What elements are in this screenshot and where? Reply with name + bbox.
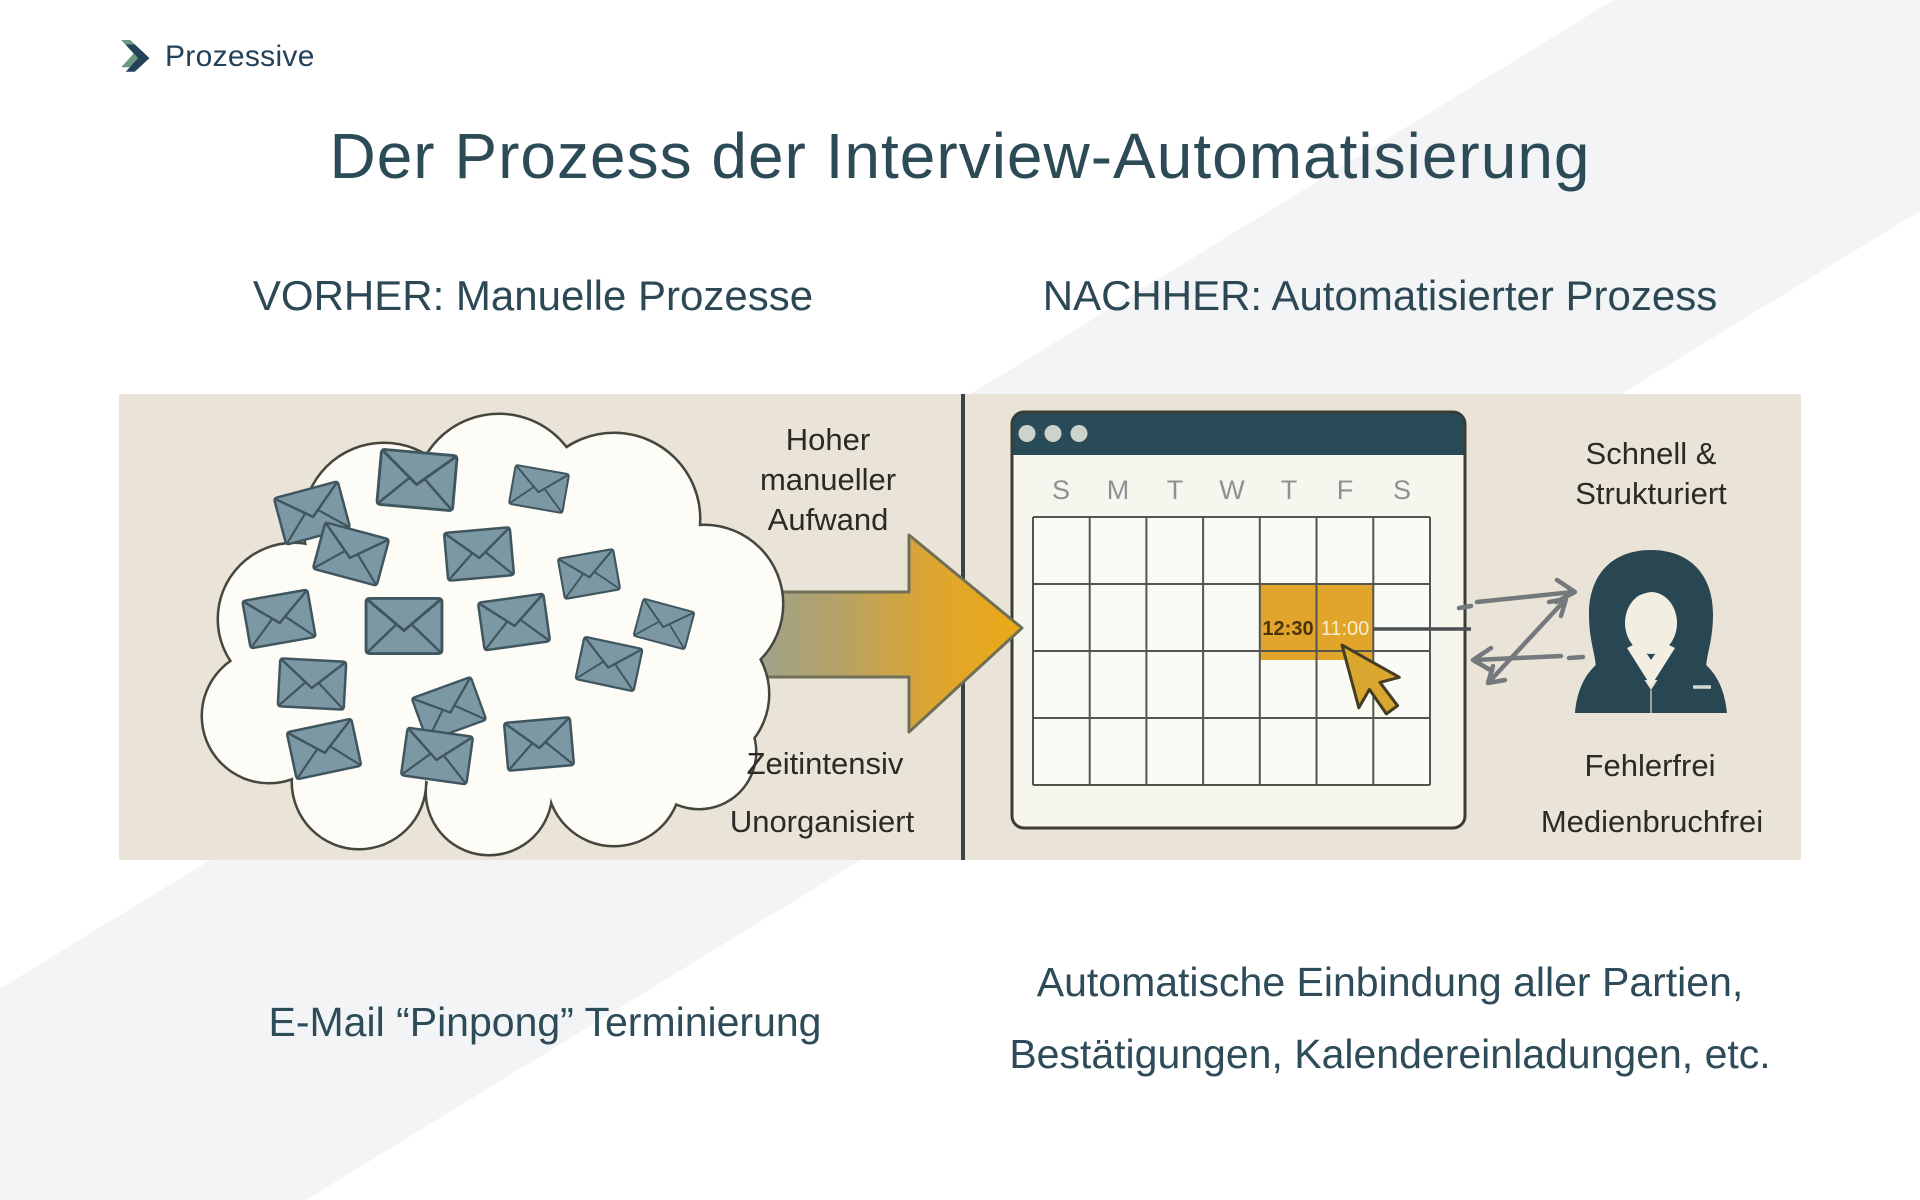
calendar-window: S M T W T F S 12:30 11:00 <box>1010 410 1467 830</box>
cursor-icon <box>1340 643 1401 716</box>
after-point-1: Fehlerfrei <box>1584 748 1716 783</box>
illustration-graphic: S M T W T F S 12:30 11:00 <box>200 394 1727 860</box>
logo-text: Prozessive <box>165 40 315 73</box>
calendar-day-label: T <box>1167 475 1184 505</box>
time-slot-after: 11:00 <box>1321 618 1370 640</box>
envelope-icon <box>442 525 516 583</box>
logo: Prozessive <box>118 40 315 74</box>
logo-chevron-icon <box>121 40 150 72</box>
after-caption: Automatische Einbindung aller Partien, B… <box>990 946 1790 1090</box>
envelope-icon <box>556 547 622 601</box>
before-effort-label: Hoher manueller Aufwand <box>759 422 897 537</box>
window-dots-icon <box>1018 425 1088 442</box>
after-point-2: Medienbruchfrei <box>1540 804 1764 839</box>
sync-arrows-icon <box>1456 577 1586 686</box>
time-slot-before: 12:30 <box>1262 618 1313 640</box>
envelope-icon <box>476 592 552 652</box>
envelope-icon <box>276 657 348 711</box>
calendar-day-label: S <box>1052 475 1070 505</box>
after-caption-line-1: Automatische Einbindung aller Partien, <box>1036 959 1744 1005</box>
before-heading: VORHER: Manuelle Prozesse <box>252 272 814 319</box>
calendar-day-label: S <box>1393 475 1411 505</box>
calendar-day-label: T <box>1281 475 1298 505</box>
calendar-titlebar <box>1012 412 1465 455</box>
calendar-day-header: S M T W T F S <box>1052 475 1411 505</box>
envelope-icon <box>507 463 571 515</box>
envelope-icon <box>241 588 317 650</box>
envelope-icon <box>364 596 444 656</box>
before-point-1: Zeitintensiv <box>746 746 904 781</box>
calendar-day-label: M <box>1107 475 1130 505</box>
before-caption: E-Mail “Pinpong” Terminierung <box>268 999 822 1045</box>
before-point-2: Unorganisiert <box>729 804 915 839</box>
envelope-icon <box>502 715 576 773</box>
page-title: Der Prozess der Interview-Automatisierun… <box>329 120 1591 192</box>
envelope-icon <box>375 447 459 513</box>
email-cloud <box>200 412 785 857</box>
envelope-icon <box>399 726 475 786</box>
after-heading: NACHHER: Automatisierter Prozess <box>1042 272 1718 319</box>
after-benefit-label: Schnell & Strukturiert <box>1575 436 1727 511</box>
recruiter-icon <box>1575 550 1727 713</box>
illustration-band: S M T W T F S 12:30 11:00 <box>119 394 1801 860</box>
calendar-day-label: F <box>1337 475 1354 505</box>
after-caption-line-2: Bestätigungen, Kalendereinladungen, etc. <box>1009 1031 1771 1077</box>
calendar-grid-lines <box>1032 516 1431 786</box>
calendar-day-label: W <box>1219 475 1245 505</box>
